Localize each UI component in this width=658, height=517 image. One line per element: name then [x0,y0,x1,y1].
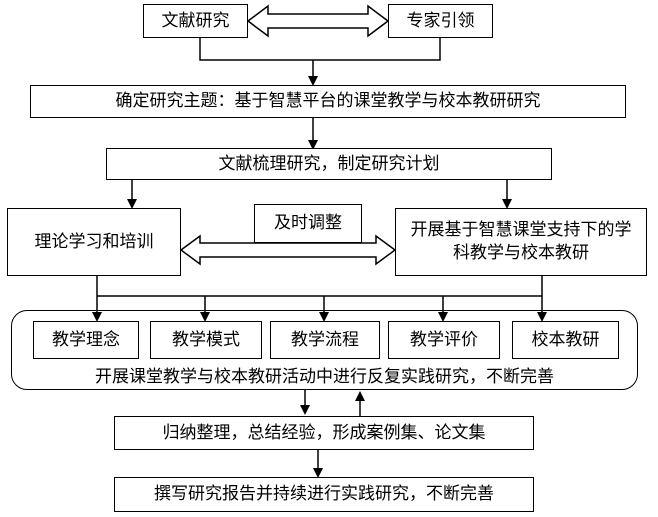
practice-group [11,310,638,390]
connector-literature-down [199,38,313,61]
node-training: 理论学习和培训 [7,208,181,276]
node-summary: 归纳整理，总结经验，形成案例集、论文集 [114,416,534,450]
node-research-topic: 确定研究主题：基于智慧平台的课堂教学与校本教研研究 [30,85,626,118]
node-literature: 文献研究 [143,4,248,38]
aspect-teaching-evaluation: 教学评价 [388,321,500,359]
aspect-teaching-model: 教学模式 [150,321,262,359]
node-adjust: 及时调整 [254,204,362,243]
connector-experts-down [313,38,441,61]
aspect-teaching-process: 教学流程 [270,321,380,359]
node-teaching: 开展基于智慧课堂支持下的学科教学与校本教研 [395,208,647,276]
aspect-teaching-philosophy: 教学理念 [33,321,139,359]
double-arrow-literature-experts [246,4,390,38]
node-report: 撰写研究报告并持续进行实践研究，不断完善 [114,477,534,512]
node-experts: 专家引领 [388,4,493,38]
node-plan: 文献梳理研究，制定研究计划 [106,148,552,180]
practice-caption: 开展课堂教学与校本教研活动中进行反复实践研究，不断完善 [95,367,554,387]
aspect-school-research: 校本教研 [512,321,619,359]
